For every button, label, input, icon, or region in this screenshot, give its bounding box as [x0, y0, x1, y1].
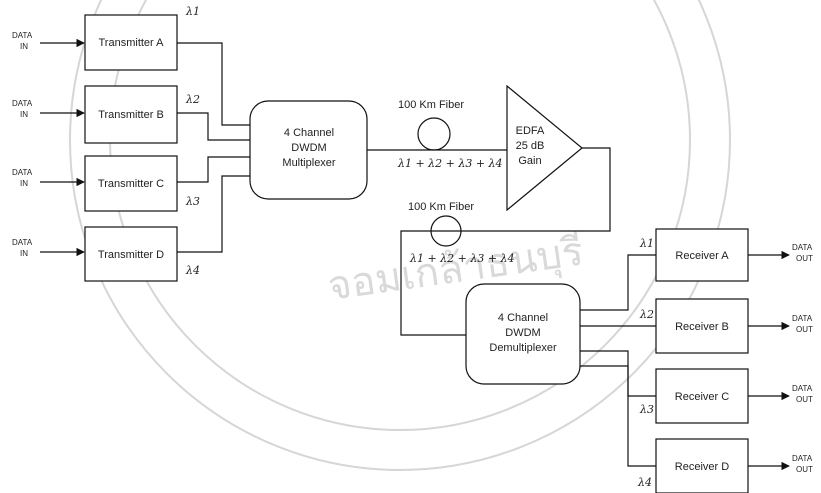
lambda3-tx-label: λ3	[185, 195, 200, 208]
wire-tx-d-mux	[177, 176, 250, 252]
svg-text:IN: IN	[20, 249, 28, 258]
receiver-a: Receiver A	[656, 229, 748, 281]
svg-text:DWDM: DWDM	[291, 142, 326, 154]
svg-text:DATA: DATA	[792, 314, 813, 323]
data-in-d: DATA IN	[12, 238, 33, 258]
fiber-2-label: 100 Km Fiber	[408, 201, 474, 213]
lambda1-rx-label: λ1	[639, 237, 654, 250]
svg-text:Transmitter A: Transmitter A	[99, 37, 165, 49]
lambda2-rx-label: λ2	[639, 308, 654, 321]
wire-demux-rx-a	[580, 255, 656, 310]
edfa-amplifier: EDFA 25 dB Gain	[507, 86, 582, 210]
fiber-1-label: 100 Km Fiber	[398, 99, 464, 111]
lambda1-tx-label: λ1	[185, 5, 200, 18]
demux-input-wavelengths: λ1 + λ2 + λ3 + λ4	[409, 252, 515, 265]
svg-text:Receiver D: Receiver D	[675, 461, 729, 473]
data-in-b: DATA IN	[12, 99, 33, 119]
svg-text:25 dB: 25 dB	[516, 140, 545, 152]
svg-text:4 Channel: 4 Channel	[498, 312, 548, 324]
data-out-a: DATA OUT	[792, 243, 813, 263]
receiver-c: Receiver C	[656, 369, 748, 423]
svg-text:4 Channel: 4 Channel	[284, 127, 334, 139]
svg-text:DATA: DATA	[792, 384, 813, 393]
svg-text:DATA: DATA	[792, 243, 813, 252]
svg-text:DATA: DATA	[12, 238, 33, 247]
svg-text:Multiplexer: Multiplexer	[282, 157, 336, 169]
transmitter-a: Transmitter A	[85, 15, 177, 70]
transmitter-c: Transmitter C	[85, 156, 177, 211]
svg-text:IN: IN	[20, 179, 28, 188]
svg-text:OUT: OUT	[796, 254, 813, 263]
data-out-b: DATA OUT	[792, 314, 813, 334]
fiber-1-coil-icon	[418, 118, 450, 150]
lambda3-rx-label: λ3	[639, 403, 654, 416]
svg-text:IN: IN	[20, 110, 28, 119]
wire-demux-rx-d	[580, 366, 656, 466]
svg-text:Receiver C: Receiver C	[675, 391, 729, 403]
svg-text:DATA: DATA	[12, 99, 33, 108]
svg-text:Receiver A: Receiver A	[675, 250, 729, 262]
svg-text:Demultiplexer: Demultiplexer	[489, 342, 557, 354]
transmitter-b: Transmitter B	[85, 86, 177, 143]
wire-tx-c-mux	[177, 157, 250, 182]
svg-text:Transmitter D: Transmitter D	[98, 249, 164, 261]
mux-output-wavelengths: λ1 + λ2 + λ3 + λ4	[397, 157, 503, 170]
svg-text:IN: IN	[20, 42, 28, 51]
wire-tx-b-mux	[177, 113, 250, 140]
lambda4-rx-label: λ4	[637, 476, 652, 489]
svg-text:DATA: DATA	[792, 454, 813, 463]
svg-text:Transmitter C: Transmitter C	[98, 178, 164, 190]
data-in-c: DATA IN	[12, 168, 33, 188]
transmitter-d: Transmitter D	[85, 227, 177, 281]
svg-text:Gain: Gain	[518, 155, 541, 167]
svg-text:Transmitter B: Transmitter B	[98, 109, 164, 121]
lambda2-tx-label: λ2	[185, 93, 200, 106]
svg-text:DATA: DATA	[12, 168, 33, 177]
data-out-c: DATA OUT	[792, 384, 813, 404]
svg-text:Receiver B: Receiver B	[675, 321, 729, 333]
dwdm-demultiplexer: 4 Channel DWDM Demultiplexer	[466, 284, 580, 384]
svg-text:OUT: OUT	[796, 395, 813, 404]
svg-text:OUT: OUT	[796, 325, 813, 334]
svg-text:DWDM: DWDM	[505, 327, 540, 339]
data-out-d: DATA OUT	[792, 454, 813, 474]
svg-text:OUT: OUT	[796, 465, 813, 474]
receiver-b: Receiver B	[656, 299, 748, 353]
svg-text:EDFA: EDFA	[516, 125, 545, 137]
svg-text:DATA: DATA	[12, 31, 33, 40]
data-in-a: DATA IN	[12, 31, 33, 51]
dwdm-multiplexer: 4 Channel DWDM Multiplexer	[250, 101, 367, 199]
lambda4-tx-label: λ4	[185, 264, 200, 277]
receiver-d: Receiver D	[656, 439, 748, 493]
